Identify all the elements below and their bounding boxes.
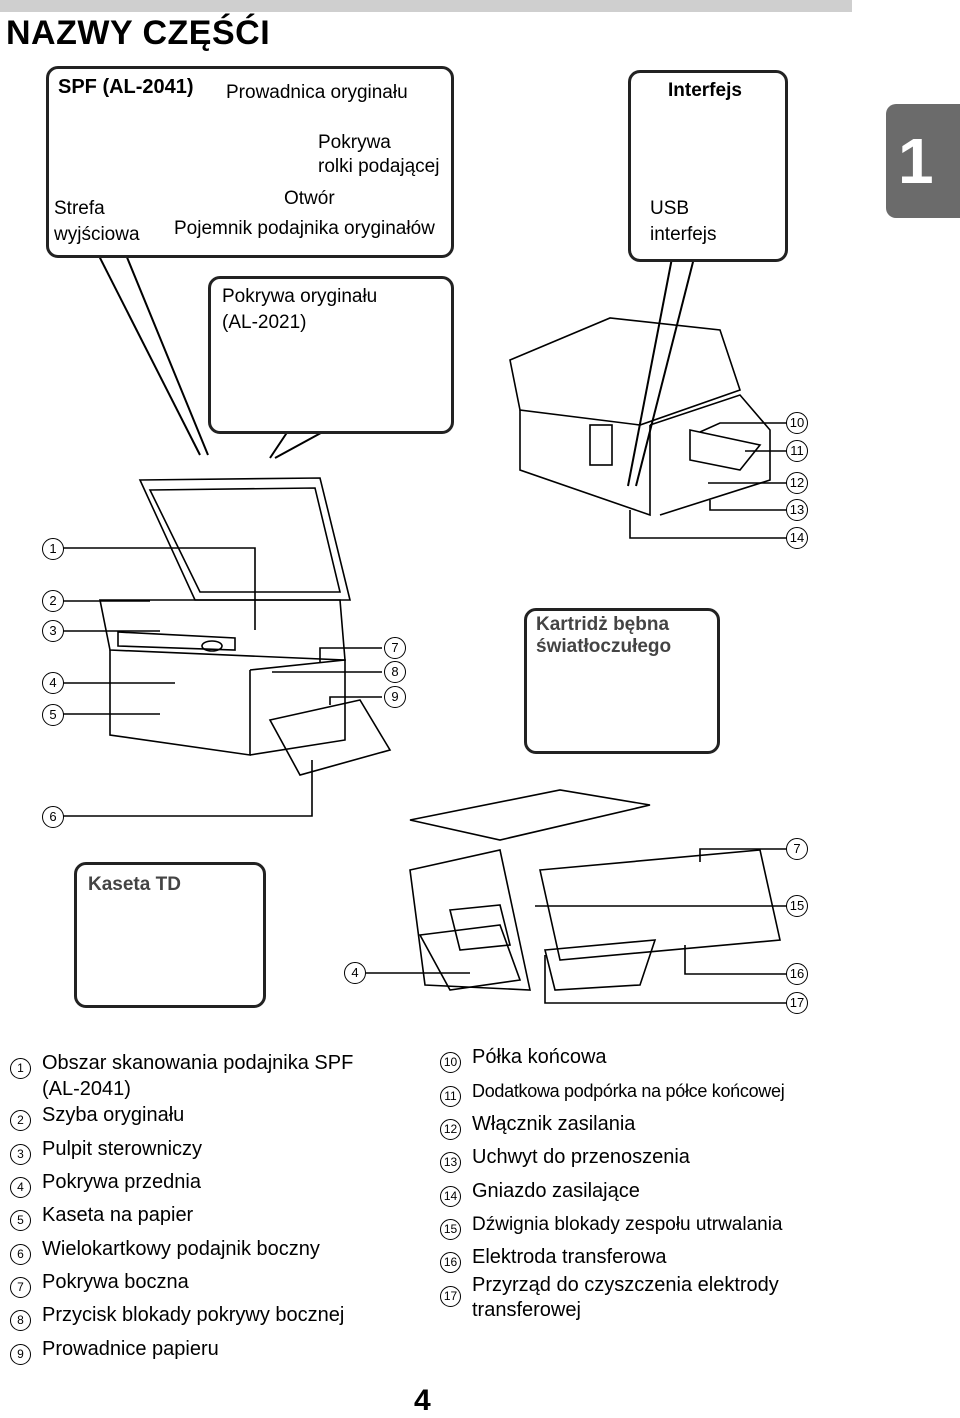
legend-text: Obszar skanowania podajnika SPF [42,1052,354,1074]
legend-left: 1 Obszar skanowania podajnika SPF (AL-204… [10,1050,430,1365]
spf-output-label-1: Strefa [54,198,105,219]
marker-10: 10 [786,412,808,434]
legend-text: Półka końcowa [472,1046,607,1068]
legend-text: Szyba oryginału [42,1104,185,1126]
copier-front [99,477,392,776]
marker-2: 2 [42,590,64,612]
legend-number: 17 [440,1286,461,1307]
marker-9: 9 [384,686,406,708]
legend-text: Włącznik zasilania [472,1113,636,1135]
interface-heading: Interfejs [668,80,742,101]
marker-11: 11 [786,440,808,462]
legend-number: 5 [10,1210,31,1231]
marker-7: 7 [384,637,406,659]
legend-text: (AL-2041) [42,1078,131,1100]
spf-roller-cover-label-1: Pokrywa [318,132,391,153]
cover-label-1: Pokrywa oryginału [222,286,378,307]
legend-right: 10 Półka końcowa 11 Dodatkowa podpórka na … [440,1046,855,1340]
page-number: 4 [414,1384,431,1417]
cover-callout [208,276,454,434]
usb-label-1: USB [650,198,690,219]
spf-output-label-2: wyjściowa [54,224,140,245]
drum-label-1: Kartridż bębna [536,614,670,635]
marker-14: 14 [786,527,808,549]
legend-text: Wielokartkowy podajnik boczny [42,1238,320,1260]
spf-heading: SPF (AL-2041) [58,76,194,98]
usb-label-2: interfejs [650,224,717,245]
marker-1: 1 [42,538,64,560]
legend-text: Przycisk blokady pokrywy bocznej [42,1304,345,1326]
legend-text: Przyrząd do czyszczenia elektrody [472,1274,779,1296]
chapter-tab: 1 [886,104,960,218]
marker-12: 12 [786,472,808,494]
marker-13: 13 [786,499,808,521]
td-heading: Kaseta TD [88,874,181,895]
legend-text: transferowej [472,1299,581,1321]
legend-text: Gniazdo zasilające [472,1180,640,1202]
legend-text: Prowadnice papieru [42,1338,219,1360]
legend-text: Pokrywa boczna [42,1271,189,1293]
legend-number: 1 [10,1058,31,1079]
spf-roller-cover-label-2: rolki podającej [318,156,440,177]
marker-15: 15 [786,895,808,917]
legend-number: 15 [440,1219,461,1240]
page-title: NAZWY CZĘŚĆI [6,14,271,52]
marker-8: 8 [384,661,406,683]
marker-6: 6 [42,806,64,828]
legend-text: Dźwignia blokady zespołu utrwalania [472,1214,783,1235]
legend-number: 7 [10,1277,31,1298]
spf-tray-label: Pojemnik podajnika oryginałów [174,218,435,239]
legend-number: 4 [10,1177,31,1198]
legend-text: Pokrywa przednia [42,1171,201,1193]
drum-label-2: światłoczułego [536,636,672,657]
spf-slot-label: Otwór [284,188,335,209]
marker-4b: 4 [344,962,366,984]
legend-number: 11 [440,1086,461,1107]
legend-number: 14 [440,1186,461,1207]
copier-open [409,789,781,991]
top-rule [0,0,852,12]
legend-number: 3 [10,1144,31,1165]
legend-number: 6 [10,1244,31,1265]
td-callout [74,862,266,1008]
legend-number: 9 [10,1344,31,1365]
legend-number: 10 [440,1052,461,1073]
legend-number: 16 [440,1252,461,1273]
legend-number: 13 [440,1152,461,1173]
legend-text: Elektroda transferowa [472,1246,667,1268]
marker-7b: 7 [786,838,808,860]
legend-text: Kaseta na papier [42,1204,194,1226]
legend-number: 8 [10,1310,31,1331]
legend-number: 12 [440,1119,461,1140]
drum-callout [524,608,720,754]
legend-text: Dodatkowa podpórka na półce końcowej [472,1081,785,1101]
marker-17: 17 [786,992,808,1014]
marker-4: 4 [42,672,64,694]
legend-text: Uchwyt do przenoszenia [472,1146,690,1168]
spf-callout [46,66,454,258]
spf-guide-label: Prowadnica oryginału [226,82,408,103]
cover-label-2: (AL-2021) [222,312,307,333]
chapter-number: 1 [898,125,934,197]
copier-rear [509,317,771,517]
legend-number: 2 [10,1110,31,1131]
marker-16: 16 [786,963,808,985]
interface-callout [628,70,788,262]
legend-text: Pulpit sterowniczy [42,1138,203,1160]
marker-3: 3 [42,620,64,642]
marker-5: 5 [42,704,64,726]
